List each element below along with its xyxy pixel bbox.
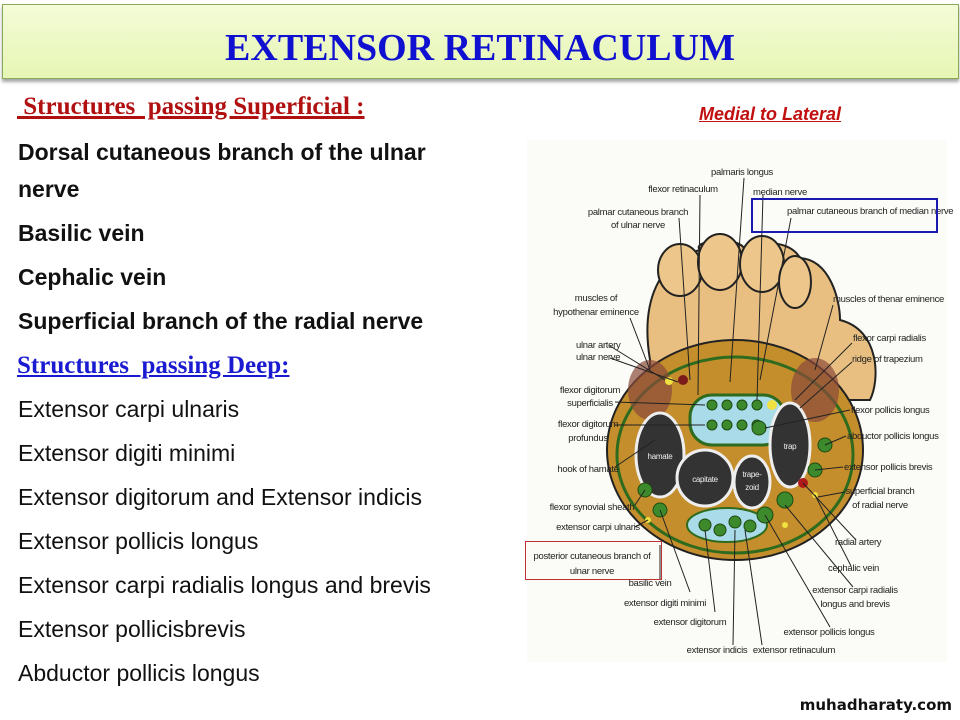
- deep-item: Extensor carpi radialis longus and brevi…: [18, 572, 431, 598]
- label-pcb-ulnar: posterior cutaneous branch of: [533, 551, 651, 562]
- orientation-label: Medial to Lateral: [699, 104, 842, 124]
- label-er: extensor retinaculum: [752, 645, 836, 656]
- label-ulnar-nerve: ulnar nerve: [576, 352, 621, 363]
- label-ed: extensor digitorum: [653, 617, 727, 628]
- superficial-heading: Structures passing Superficial :: [17, 93, 365, 120]
- label-fds: flexor digitorum: [559, 385, 621, 396]
- label-ecrlb: extensor carpi radialis: [812, 585, 898, 596]
- label-cephalic-vein: cephalic vein: [828, 563, 880, 574]
- wrist-illustration: [606, 177, 877, 646]
- deep-item: Extensor carpi ulnaris: [18, 396, 240, 422]
- watermark: muhadharaty.com: [799, 696, 952, 714]
- label-fcr: flexor carpi radialis: [853, 333, 926, 344]
- highlight-box-blue: [751, 198, 938, 233]
- label-radial-artery: radial artery: [835, 537, 882, 548]
- deep-heading: Structures passing Deep:: [17, 352, 290, 379]
- label-basilic-vein: basilic vein: [628, 578, 672, 589]
- label-hook-hamate: hook of hamate: [557, 464, 619, 475]
- highlight-box-red: [525, 541, 662, 580]
- label-trap: trap: [783, 442, 797, 451]
- label-median-nerve: median nerve: [753, 187, 807, 198]
- label-sbrn: superficial branch: [845, 486, 915, 497]
- deep-item: Extensor digiti minimi: [18, 440, 236, 466]
- label-hamate: hamate: [647, 452, 673, 461]
- label-palmar-cut-ulnar: of ulnar nerve: [611, 220, 665, 231]
- wrist-cross-section-diagram: [527, 140, 947, 662]
- superficial-item: Dorsal cutaneous branch of the ulnar: [18, 139, 426, 165]
- label-hypothenar: hypothenar eminence: [553, 307, 639, 318]
- superficial-item: nerve: [18, 176, 80, 202]
- label-thenar: muscles of thenar eminence: [833, 294, 945, 305]
- superficial-item: Superficial branch of the radial nerve: [18, 308, 424, 334]
- label-trapezoid: trape-zoid: [742, 470, 762, 492]
- label-fpl: flexor pollicis longus: [851, 405, 930, 416]
- label-apl: abductor pollicis longus: [847, 431, 939, 442]
- label-hypothenar: muscles of: [574, 293, 618, 304]
- title-banner: [2, 4, 959, 79]
- superficial-item: Cephalic vein: [18, 264, 167, 290]
- label-epb: extensor pollicis brevis: [844, 462, 933, 473]
- deep-item: Extensor pollicis longus: [18, 528, 259, 554]
- label-palmaris-longus: palmaris longus: [710, 167, 774, 178]
- deep-item: Extensor digitorum and Extensor indicis: [18, 484, 422, 510]
- label-sbrn: of radial nerve: [852, 500, 908, 511]
- label-ecrlb: longus and brevis: [820, 599, 890, 610]
- label-flexor-retinaculum: flexor retinaculum: [648, 184, 718, 195]
- slide-title: EXTENSOR RETINACULUM: [225, 27, 735, 69]
- label-ei: extensor indicis: [686, 645, 748, 656]
- label-ulnar-artery: ulnar artery: [576, 340, 621, 351]
- label-palmar-cut-median: palmar cutaneous branch of median nerve: [787, 206, 954, 217]
- label-fdp: profundus: [568, 433, 608, 444]
- label-ridge-trapezium: ridge of trapezium: [852, 354, 923, 365]
- label-ecu: extensor carpi ulnaris: [556, 522, 640, 533]
- label-fdp: flexor digitorum: [557, 419, 619, 430]
- superficial-item: Basilic vein: [18, 220, 145, 246]
- label-flexor-sheath: flexor synovial sheath: [549, 502, 635, 513]
- label-capitate: capitate: [692, 475, 718, 484]
- label-edm: extensor digiti minimi: [623, 598, 707, 609]
- label-pcb-ulnar: ulnar nerve: [569, 566, 615, 577]
- label-palmar-cut-ulnar: palmar cutaneous branch: [587, 207, 689, 218]
- label-fds: superficialis: [567, 398, 613, 409]
- deep-item: Abductor pollicis longus: [18, 660, 260, 686]
- deep-item: Extensor pollicisbrevis: [18, 616, 246, 642]
- label-epl: extensor pollicis longus: [783, 627, 875, 638]
